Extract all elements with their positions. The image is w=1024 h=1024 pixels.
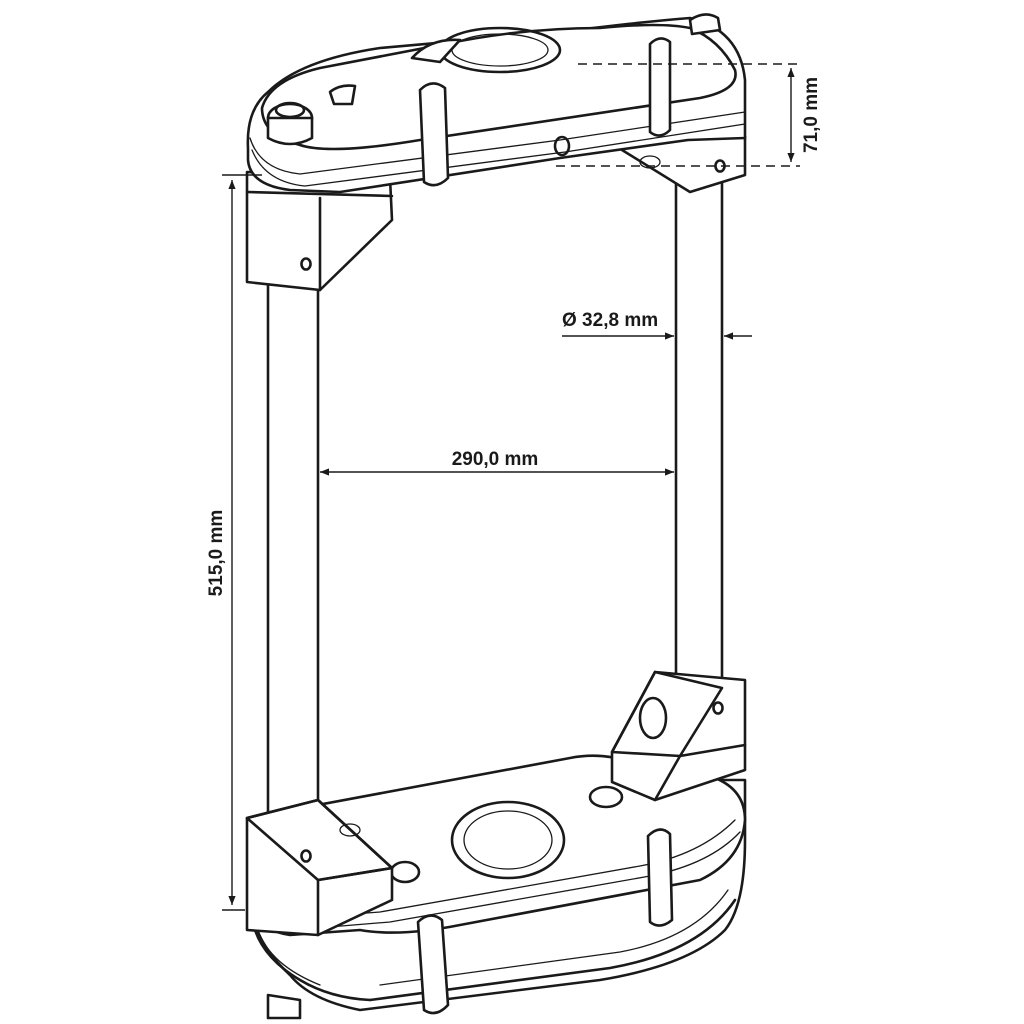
right-rod	[674, 173, 724, 697]
height-label: 515,0 mm	[206, 510, 227, 597]
top-head	[246, 13, 747, 194]
top-height-label: 71,0 mm	[801, 77, 822, 153]
bottom-base	[248, 754, 747, 1020]
dimension-height: 515,0 mm	[206, 174, 262, 911]
diameter-label: Ø 32,8 mm	[562, 310, 658, 331]
lower-right-clamp	[610, 670, 747, 802]
left-rod	[266, 268, 320, 834]
dimension-top-height: 71,0 mm	[556, 63, 822, 167]
dimension-diameter: Ø 32,8 mm	[562, 310, 752, 340]
dimension-width: 290,0 mm	[320, 449, 674, 476]
lower-left-clamp	[245, 798, 394, 937]
width-label: 290,0 mm	[452, 449, 539, 470]
